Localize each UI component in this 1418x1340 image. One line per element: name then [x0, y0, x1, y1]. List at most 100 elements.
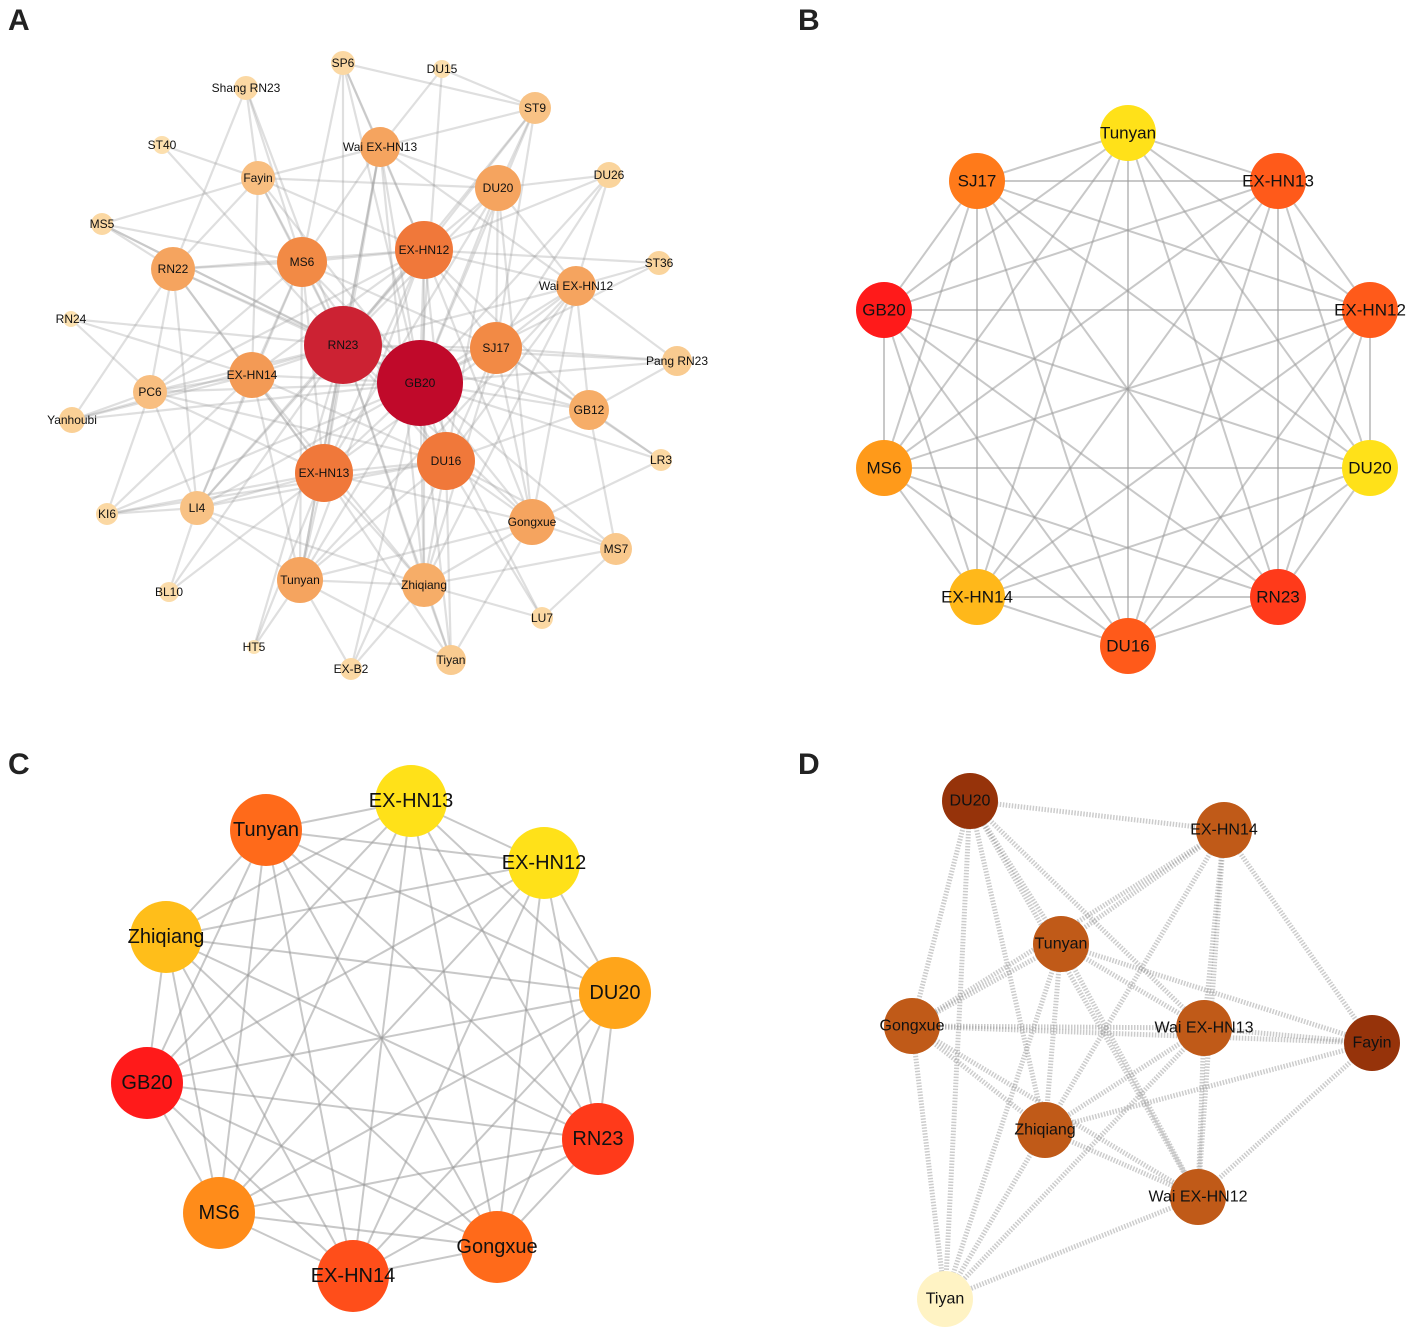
node-label-gongxue: Gongxue: [508, 515, 557, 529]
edge-rn23-tiyan: [341, 344, 453, 661]
node-label-du26: DU26: [594, 168, 625, 182]
node-label-gb20: GB20: [862, 301, 905, 320]
node-label-ms6: MS6: [867, 459, 902, 478]
edge-ms7-lu7: [541, 548, 617, 619]
edge-gb20-pc6: [149, 381, 421, 394]
edge-rn22-shang-rn23: [171, 87, 248, 270]
edge-du20-zhiqiang: [165, 936, 616, 994]
node-rn24: [63, 311, 79, 327]
node-label-sj17: SJ17: [482, 341, 510, 355]
edge-du20-tiyan: [942, 800, 973, 1300]
node-label-sp6: SP6: [332, 56, 355, 70]
edge-du16-wai-ex-hn12: [445, 285, 577, 462]
edge-gb20-tiyan: [418, 382, 453, 661]
node-ex-hn14: [1196, 802, 1252, 858]
edge-ex-hn12-li4: [196, 249, 425, 509]
node-ex-hn14: [317, 1240, 389, 1312]
node-label-gb20: GB20: [121, 1072, 172, 1094]
edge-ex-hn13-rn23: [410, 800, 599, 1140]
edge-ms6-sj17: [883, 180, 978, 469]
node-st9: [519, 92, 551, 124]
edge-ex-hn12-tunyan: [298, 249, 426, 581]
edge-du16-ex-hn14: [251, 373, 447, 463]
node-rn22: [151, 247, 195, 291]
node-label-ex-hn13: EX-HN13: [1242, 172, 1314, 191]
edge-rn23-gb12: [342, 343, 590, 412]
node-gb12: [569, 390, 609, 430]
node-gongxue: [461, 1211, 533, 1283]
edge-gb20-lu7: [419, 382, 543, 619]
edge-du20-wai-ex-hn13: [968, 799, 1206, 1030]
edge-rn23-shang-rn23: [244, 87, 345, 346]
edge-rn23-gb20: [883, 309, 1279, 598]
edge-sj17-gongxue: [494, 347, 534, 523]
node-label-rn24: RN24: [56, 312, 87, 326]
edge-ms5-fayin: [101, 176, 259, 226]
node-tunyan: [1100, 105, 1156, 161]
node-label-shang-rn23: Shang RN23: [212, 81, 281, 95]
node-tunyan: [230, 794, 302, 866]
edge-pc6-ki6: [105, 391, 152, 515]
node-pang-rn23: [662, 346, 692, 376]
node-label-bl10: BL10: [155, 585, 183, 599]
edge-du16-tunyan: [299, 460, 447, 581]
edge-sj17-st9: [494, 107, 537, 349]
edge-wai-ex-hn13-wai-ex-hn12: [1195, 1027, 1207, 1198]
edge-wai-ex-hn13-zhiqiang: [1043, 1025, 1206, 1133]
node-label-ex-hn12: EX-HN12: [502, 852, 586, 874]
edge-tunyan-fayin: [1060, 941, 1373, 1046]
edge-ex-hn13-du20: [323, 187, 499, 474]
edge-gongxue-zhiqiang: [910, 1024, 1047, 1132]
edge-ex-hn14-fayin: [1221, 828, 1375, 1045]
node-label-du16: DU16: [1106, 637, 1149, 656]
edge-du16-sj17: [976, 180, 1129, 647]
edge-du16-gb20: [883, 309, 1129, 647]
node-label-ex-hn13: EX-HN13: [369, 790, 453, 812]
node-label-lr3: LR3: [650, 453, 672, 467]
panel-letter-a: A: [8, 4, 30, 37]
node-label-zhiqiang: Zhiqiang: [128, 926, 205, 948]
node-shang-rn23: [234, 76, 258, 100]
node-sj17: [470, 322, 522, 374]
node-du16: [417, 432, 475, 490]
edge-ms6-tunyan: [298, 261, 304, 581]
node-label-ex-b2: EX-B2: [334, 662, 369, 676]
edge-rn23-ht5: [252, 344, 345, 648]
node-label-wai-ex-hn12: Wai EX-HN12: [539, 279, 614, 293]
node-label-du20: DU20: [1348, 459, 1391, 478]
edge-pc6-rn24: [70, 318, 151, 393]
edge-ex-hn13-ki6: [106, 471, 325, 516]
node-ht5: [247, 640, 261, 654]
edge-sj17-ms6: [301, 260, 497, 350]
edge-rn23-ms5: [101, 223, 344, 346]
edge-ex-hn14-fayin: [250, 177, 260, 376]
node-lr3: [650, 449, 672, 471]
edge-ex-hn14-rn24: [70, 317, 253, 377]
node-label-ki6: KI6: [98, 507, 116, 521]
edge-ex-hn12-du26: [423, 173, 610, 252]
edge-ex-hn12-gongxue: [422, 249, 534, 523]
node-label-du20: DU20: [589, 982, 640, 1004]
edge-ex-hn14-zhiqiang: [165, 936, 354, 1277]
node-label-ex-hn14: EX-HN14: [1190, 822, 1258, 839]
edge-ex-hn14-gb20: [883, 309, 978, 598]
edge-st9-du15: [441, 67, 536, 110]
edge-tunyan-du20: [1127, 132, 1371, 469]
network-panel-b: TunyanEX-HN13EX-HN12DU20RN23DU16EX-HN14M…: [856, 105, 1406, 674]
edge-wai-ex-hn12-tiyan: [944, 1194, 1199, 1302]
node-label-fayin: Fayin: [243, 171, 272, 185]
edge-rn23-bl10: [168, 344, 344, 593]
edge-rn23-gb20: [146, 1082, 599, 1140]
node-ex-hn13: [295, 444, 353, 502]
edge-gb20-du26: [419, 174, 610, 384]
node-zhiqiang: [1017, 1102, 1073, 1158]
node-ex-hn14: [229, 352, 275, 398]
node-du20: [1342, 440, 1398, 496]
node-label-ms6: MS6: [290, 255, 315, 269]
edge-gongxue-tunyan: [299, 520, 533, 582]
edge-ex-hn13-bl10: [168, 472, 325, 593]
edge-ex-hn13-pc6: [149, 391, 325, 474]
node-du20: [475, 165, 521, 211]
node-du20: [942, 773, 998, 829]
node-label-zhiqiang: Zhiqiang: [1014, 1122, 1075, 1139]
